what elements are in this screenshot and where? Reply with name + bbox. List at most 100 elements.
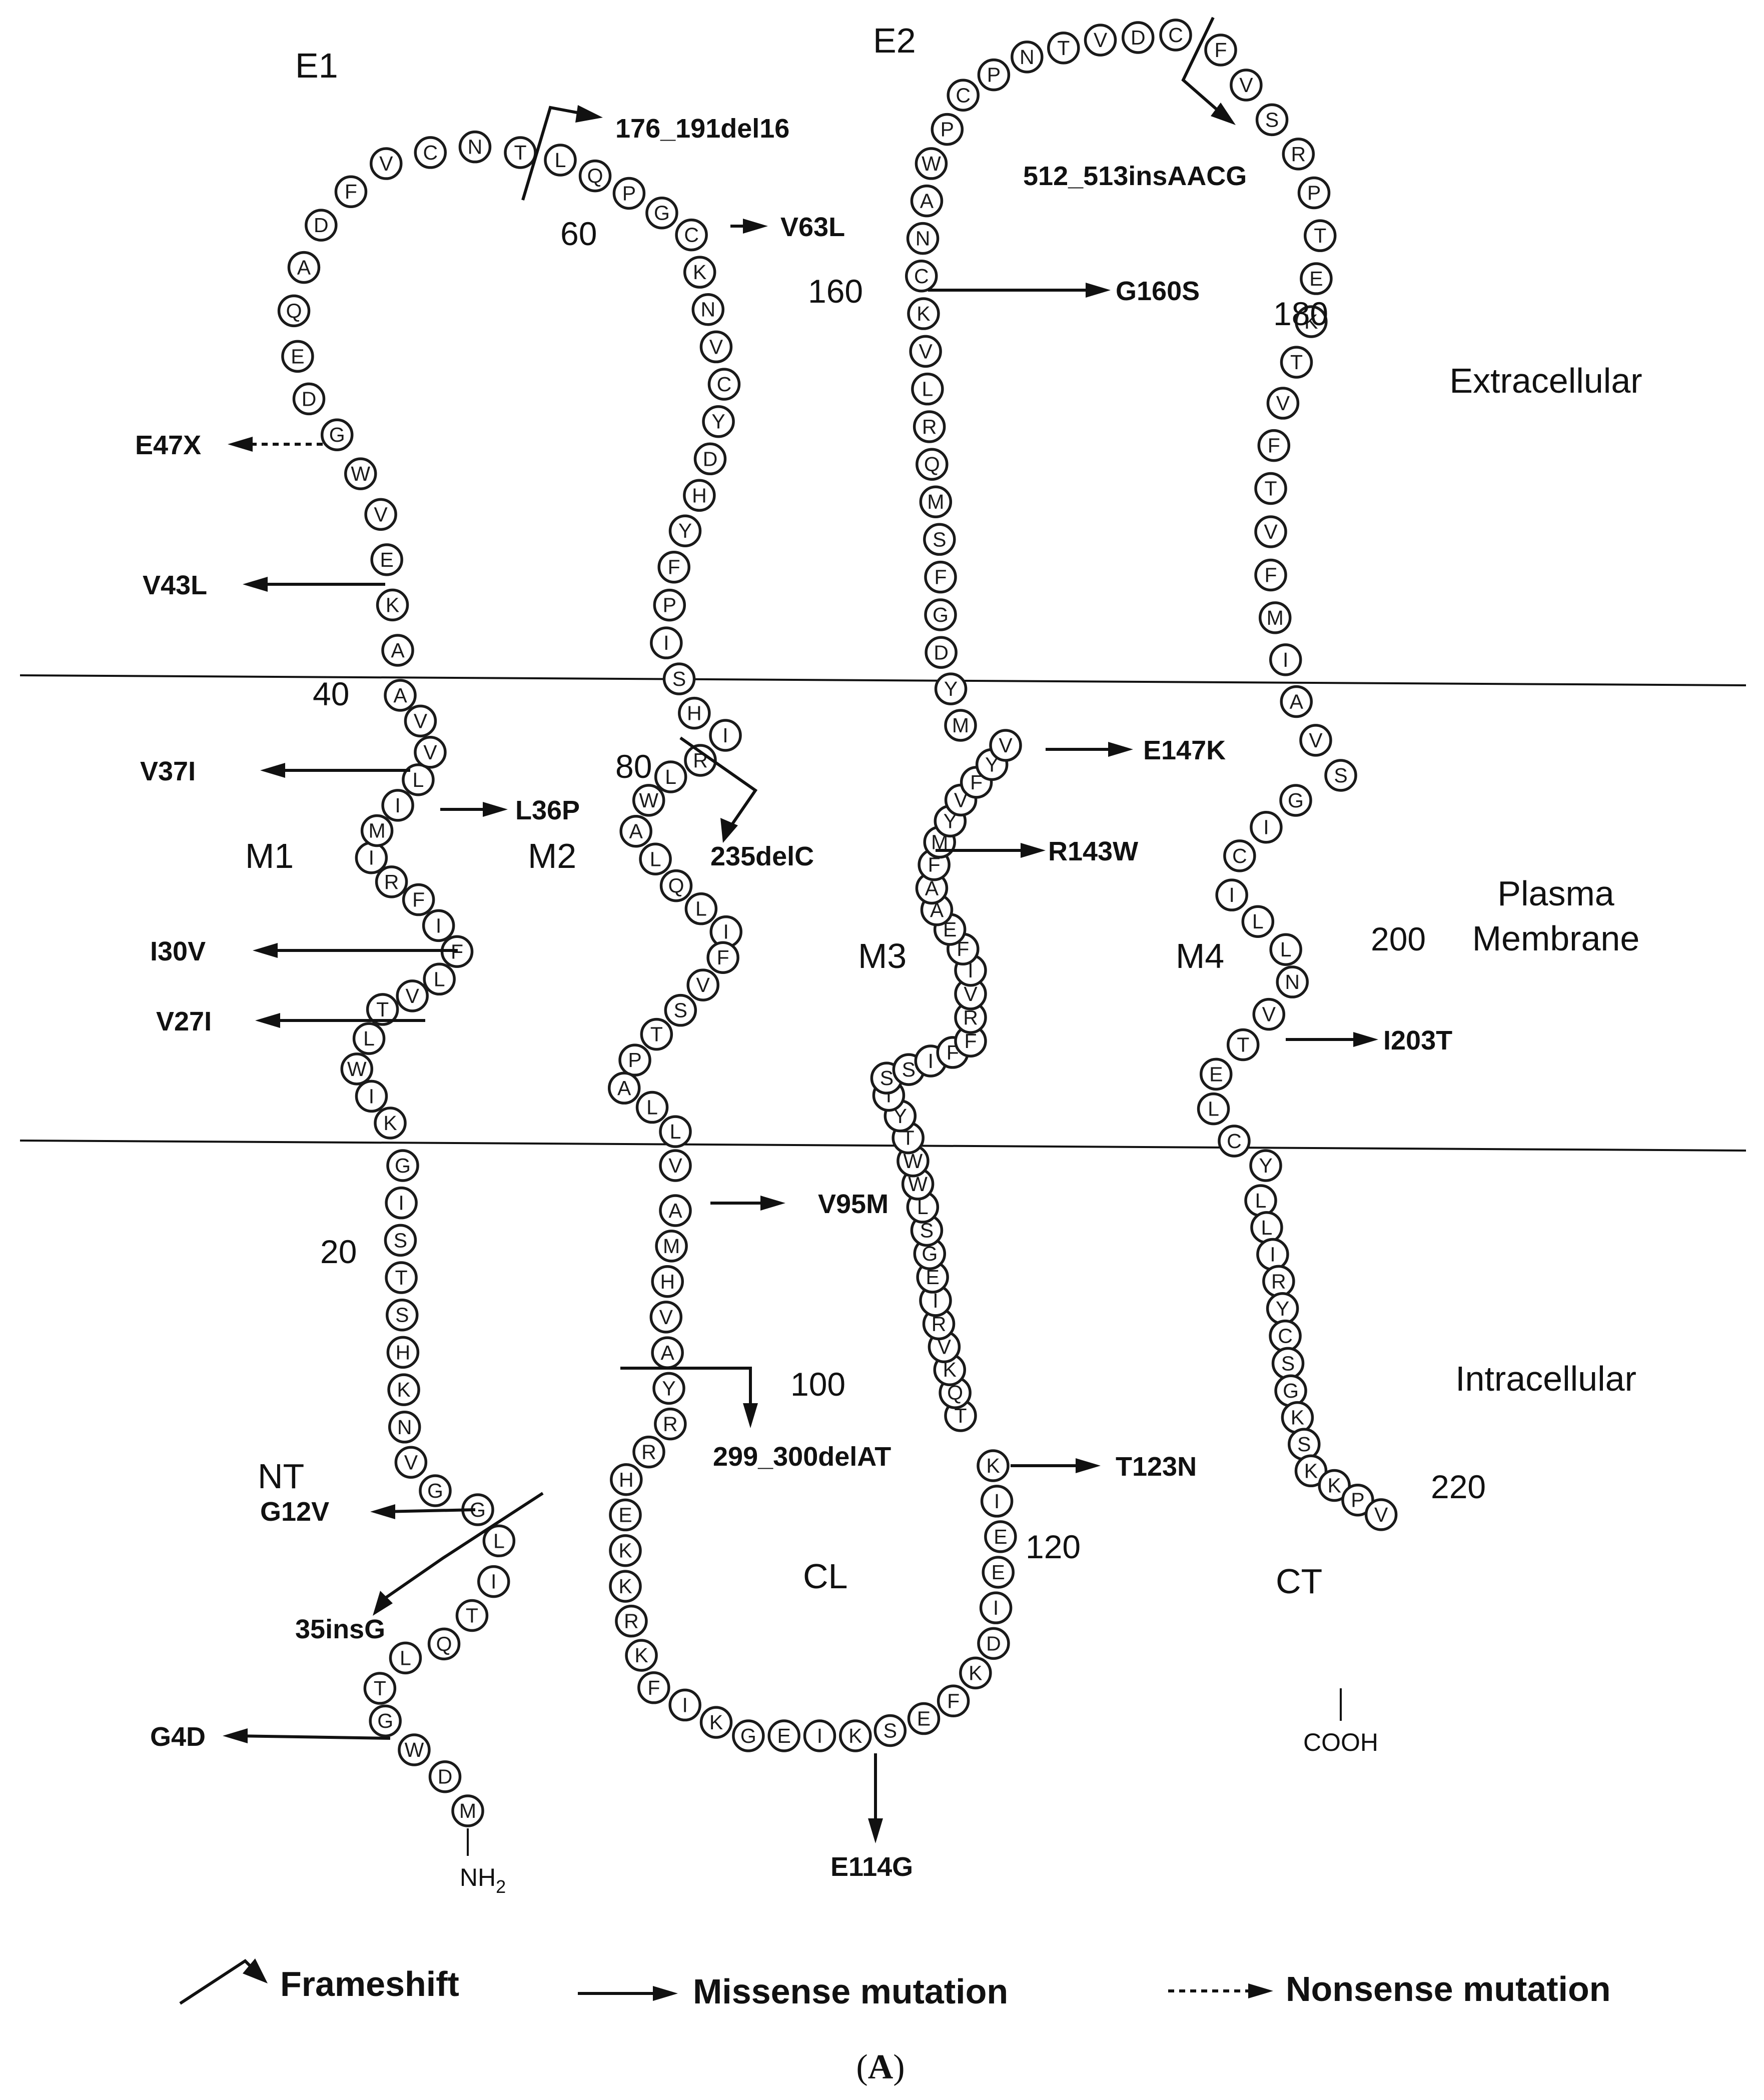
svg-text:V43L: V43L <box>143 570 207 600</box>
residue: C <box>947 79 980 112</box>
residue: P <box>653 588 686 622</box>
residue: I <box>1250 810 1283 844</box>
residue: W <box>632 784 665 817</box>
residue: R <box>615 1604 648 1638</box>
svg-text:Y: Y <box>678 519 692 542</box>
residue: V <box>1254 515 1287 548</box>
svg-text:A: A <box>920 190 934 213</box>
residue: A <box>1280 685 1313 718</box>
residue: R <box>684 744 717 777</box>
svg-text:I: I <box>994 1490 1000 1513</box>
residue: G <box>645 196 678 230</box>
svg-text:L: L <box>413 768 424 791</box>
svg-text:V: V <box>1309 729 1323 752</box>
residue: A <box>619 814 652 848</box>
svg-text:F: F <box>934 566 947 589</box>
svg-text:G: G <box>377 1709 393 1732</box>
legend-nonsense: Nonsense mutation <box>1168 1969 1611 2008</box>
residue: V <box>370 147 403 180</box>
svg-text:Y: Y <box>711 410 725 433</box>
svg-text:L: L <box>1208 1098 1219 1121</box>
n-terminus-label: NH2 <box>460 1863 506 1897</box>
residue: F <box>937 1684 970 1718</box>
svg-text:V: V <box>1374 1503 1388 1526</box>
frameshift-mutation-512-513insaacg: 512_513insAACG <box>1023 17 1247 191</box>
residue: L <box>684 892 718 925</box>
svg-text:T123N: T123N <box>1116 1452 1197 1482</box>
svg-text:D: D <box>314 214 329 237</box>
residue: L <box>1244 1184 1277 1217</box>
residue: I <box>381 789 414 822</box>
missense-mutation-r143w: R143W <box>936 836 1138 866</box>
svg-text:I: I <box>722 724 728 747</box>
svg-text:K: K <box>693 261 706 284</box>
svg-text:F: F <box>1214 39 1227 62</box>
residue: A <box>607 1072 641 1105</box>
residue: V <box>909 335 942 368</box>
residue: G <box>320 418 354 451</box>
residue: K <box>1281 1401 1314 1434</box>
residue: E <box>982 1556 1015 1589</box>
svg-text:L: L <box>555 149 566 172</box>
svg-text:G12V: G12V <box>260 1497 329 1527</box>
residue: L <box>1241 905 1275 938</box>
svg-text:S: S <box>902 1058 916 1081</box>
svg-text:A: A <box>297 256 311 279</box>
residue: V <box>649 1301 683 1334</box>
residue: H <box>683 479 716 512</box>
svg-text:I: I <box>933 1289 938 1312</box>
svg-text:V: V <box>919 340 933 363</box>
residue: I <box>385 1186 418 1220</box>
svg-text:M: M <box>952 714 969 737</box>
residue: K <box>625 1639 658 1672</box>
svg-text:G: G <box>1288 789 1304 812</box>
residue: I <box>1256 1238 1289 1271</box>
svg-text:I: I <box>1263 816 1269 839</box>
residue: V <box>404 704 437 738</box>
svg-text:K: K <box>618 1539 632 1562</box>
residue: L <box>654 760 687 793</box>
residue: A <box>910 184 944 218</box>
frameshift-mutation-235delc: 235delC <box>679 736 814 871</box>
region-intracellular-label: Intracellular <box>1455 1359 1636 1398</box>
svg-text:M: M <box>459 1799 476 1822</box>
svg-text:M: M <box>369 819 386 842</box>
region-extracellular-label: Extracellular <box>1449 361 1642 400</box>
residue: K <box>374 1107 407 1140</box>
svg-text:F: F <box>1268 434 1280 457</box>
residue: V <box>364 498 397 531</box>
svg-text:I: I <box>817 1724 822 1747</box>
residue: V <box>686 968 719 1001</box>
svg-text:V: V <box>414 709 428 732</box>
svg-text:G4D: G4D <box>150 1722 206 1752</box>
residue: Q <box>659 869 693 902</box>
missense-mutation-i30v: I30V <box>150 936 458 966</box>
residue: K <box>1318 1469 1351 1502</box>
residue: R <box>375 865 408 898</box>
residue: T <box>1226 1028 1260 1062</box>
svg-text:T: T <box>1314 224 1326 247</box>
svg-text:A: A <box>391 639 405 662</box>
svg-text:V: V <box>1262 1003 1276 1026</box>
missense-mutation-g4d: G4D <box>150 1722 391 1752</box>
svg-text:V27I: V27I <box>156 1006 212 1036</box>
residue: V <box>1364 1498 1398 1531</box>
residue: V <box>394 1446 428 1479</box>
svg-text:H: H <box>396 1341 411 1364</box>
svg-text:A: A <box>1290 690 1304 713</box>
svg-text:C: C <box>914 265 929 288</box>
svg-text:R: R <box>922 415 937 438</box>
svg-text:Q: Q <box>436 1632 452 1655</box>
frameshift-mutation-35insg: 35insG <box>295 1492 544 1644</box>
svg-text:E: E <box>618 1503 632 1526</box>
svg-text:A: A <box>393 684 407 707</box>
residue: A <box>381 634 414 667</box>
missense-mutation-v37i: V37I <box>140 756 410 786</box>
residue: R <box>654 1407 687 1441</box>
svg-text:V: V <box>374 503 388 526</box>
residue: N <box>691 293 725 326</box>
svg-text:F: F <box>412 888 425 911</box>
svg-text:N: N <box>1020 46 1035 69</box>
svg-text:I: I <box>682 1693 687 1716</box>
